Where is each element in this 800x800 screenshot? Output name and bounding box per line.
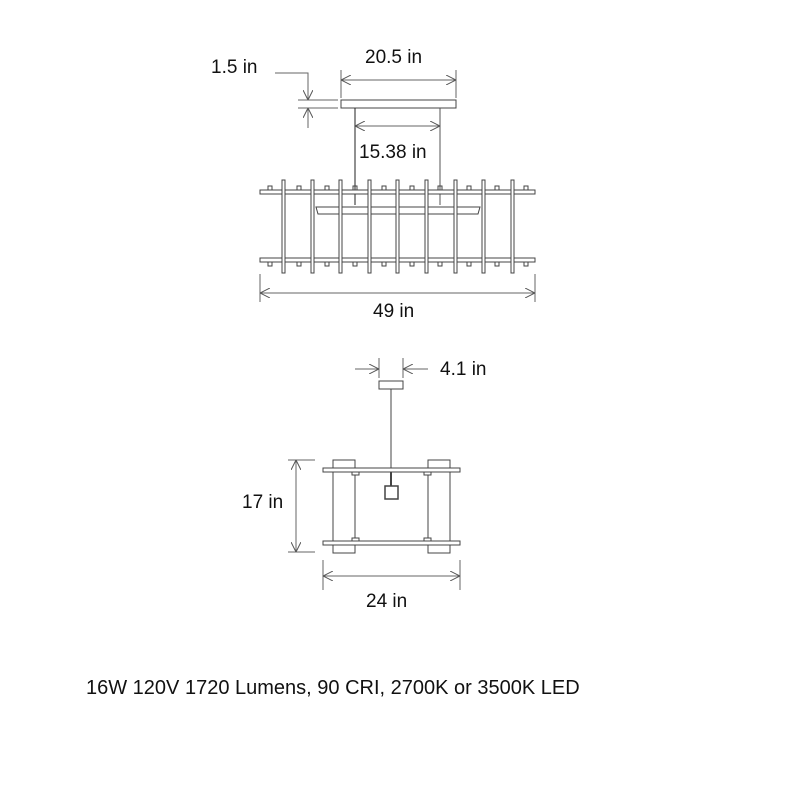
spec-text: 16W 120V 1720 Lumens, 90 CRI, 2700K or 3… [86, 677, 580, 699]
dim-label-canopy-height: 1.5 in [211, 57, 258, 78]
center-driver-box [384, 485, 399, 500]
dim-label-side-canopy-width: 4.1 in [440, 359, 487, 380]
side-canopy-width-dimension [355, 358, 428, 378]
dim-label-canopy-width: 20.5 in [365, 47, 423, 68]
overall-width-dimension [259, 274, 536, 302]
rail-clips [267, 185, 529, 267]
canopy-height-dimension [275, 72, 338, 128]
depth-dimension [322, 560, 461, 590]
dim-label-depth: 24 in [366, 591, 408, 612]
dim-label-overall-width: 49 in [373, 301, 415, 322]
dim-label-height: 17 in [242, 492, 284, 513]
side-upper-rail [322, 467, 461, 473]
dim-label-stem-spacing: 15.38 in [359, 142, 427, 163]
side-canopy [378, 380, 404, 390]
height-dimension [288, 459, 315, 553]
side-lower-rail [322, 540, 461, 546]
front-view [259, 70, 536, 302]
canopy [340, 99, 457, 109]
canopy-width-dimension [340, 70, 457, 98]
vertical-bars [281, 179, 515, 274]
side-view [288, 358, 461, 590]
